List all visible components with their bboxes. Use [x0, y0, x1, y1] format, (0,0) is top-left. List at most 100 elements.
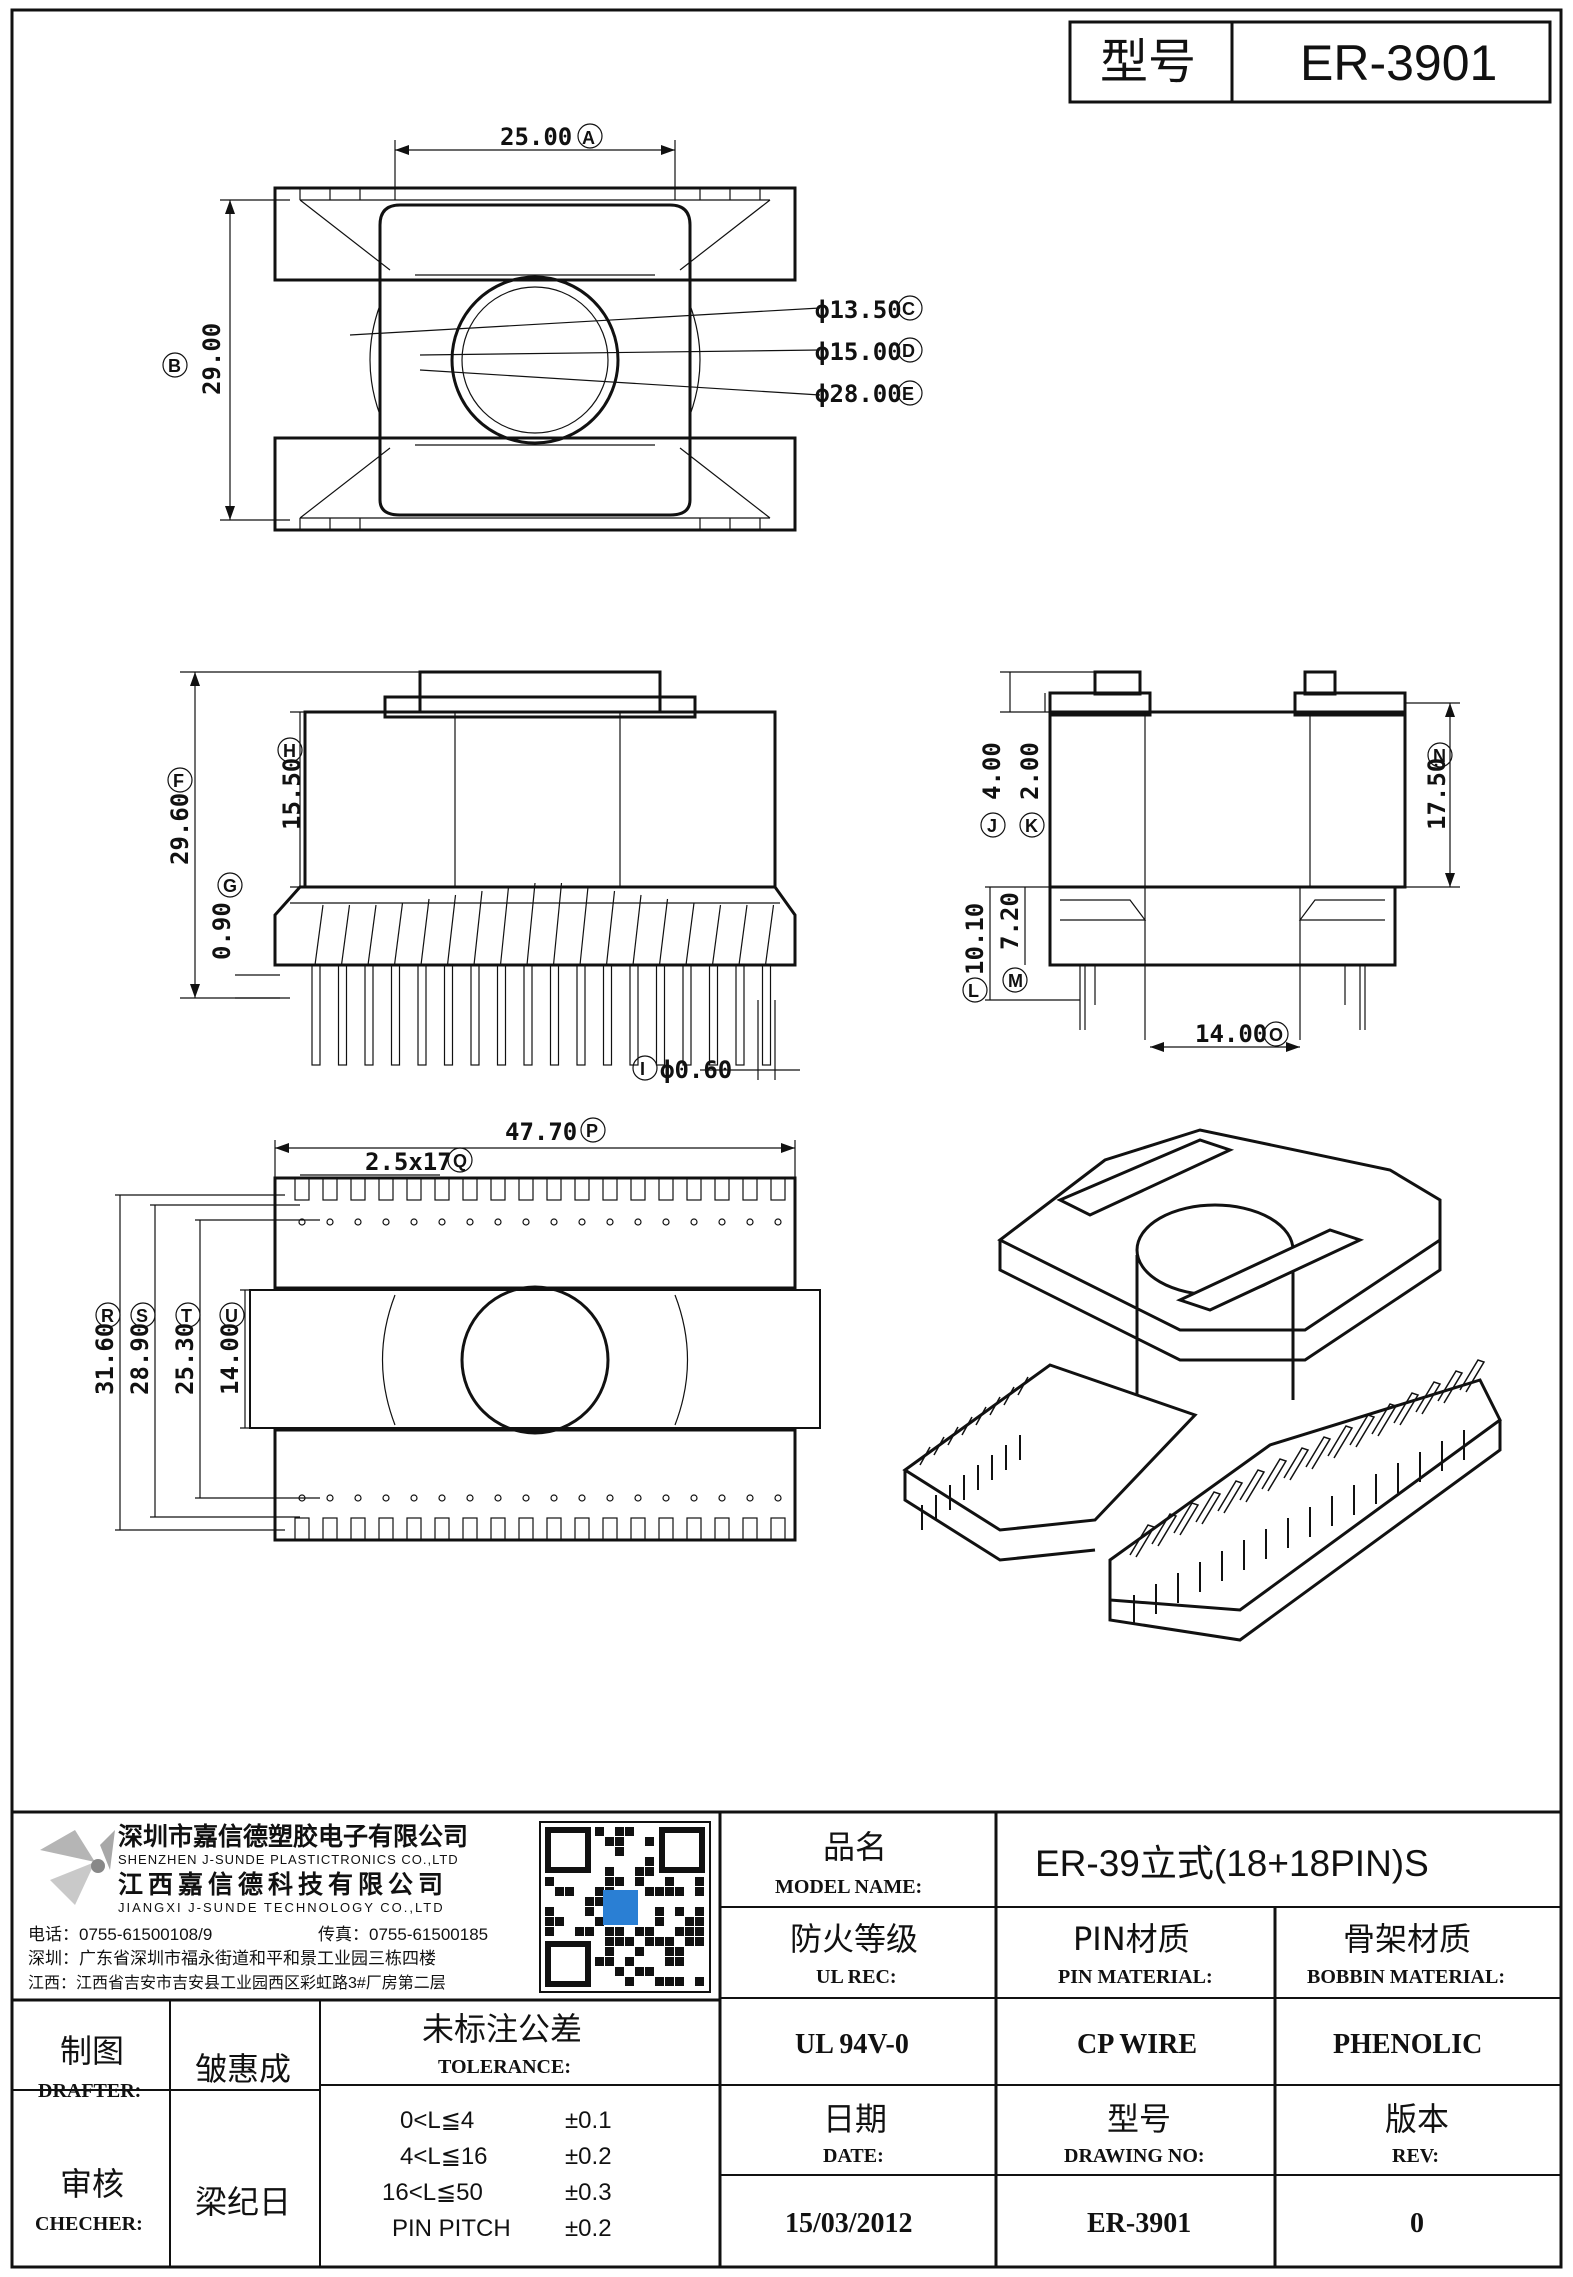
- qr-module: [675, 1887, 684, 1896]
- iso-fin-left: [919, 1446, 931, 1466]
- front-pin: [523, 964, 533, 1066]
- front-fin: [340, 904, 351, 966]
- qr-module: [625, 1957, 634, 1966]
- dim-d3-tag: E: [902, 384, 914, 404]
- front-fin: [526, 882, 536, 966]
- label-tolerance-en: TOLERANCE:: [438, 2056, 571, 2078]
- comb-tooth-top: [630, 1177, 646, 1201]
- iso-fin: [1371, 1403, 1398, 1437]
- qr-module: [595, 1957, 604, 1966]
- qr-module: [675, 1927, 684, 1936]
- pin-hole-top: [298, 1218, 306, 1226]
- qr-module: [635, 1927, 644, 1936]
- comb-tooth-top: [462, 1177, 478, 1201]
- iso-fin: [1151, 1513, 1178, 1547]
- pin-hole-bottom: [326, 1494, 334, 1502]
- qr-module: [665, 1957, 674, 1966]
- qr-module: [615, 1927, 624, 1936]
- drafter-value: 皱惠成: [195, 2050, 291, 2088]
- pin-hole-top: [662, 1218, 670, 1226]
- iso-fin-left: [989, 1396, 1001, 1416]
- front-pin: [390, 964, 401, 1066]
- comb-tooth-bottom: [294, 1517, 310, 1541]
- comb-tooth-bottom: [490, 1517, 506, 1541]
- header-model-box: 型号 ER-3901: [1068, 20, 1552, 104]
- front-pin: [337, 964, 348, 1066]
- tolerance-value-4: ±0.2: [565, 2215, 612, 2242]
- front-fin: [579, 886, 589, 966]
- company-address-jx: 江西：江西省吉安市吉安县工业园西区彩虹路3#厂房第二层: [28, 1974, 446, 1992]
- comb-tooth-top: [686, 1177, 702, 1201]
- front-pin: [708, 964, 719, 1066]
- iso-fin: [1437, 1370, 1464, 1404]
- qr-module: [665, 1977, 674, 1986]
- dim-side-2: 2.00: [1016, 742, 1044, 800]
- date-value: 15/03/2012: [785, 2208, 913, 2239]
- label-rev-en: REV:: [1392, 2145, 1439, 2167]
- bobbin-material-value: PHENOLIC: [1333, 2029, 1482, 2060]
- front-fin: [711, 904, 722, 966]
- pin-hole-bottom: [718, 1494, 726, 1502]
- comb-tooth-bottom: [546, 1517, 562, 1541]
- header-model-label: 型号: [1100, 36, 1196, 89]
- comb-tooth-bottom: [714, 1517, 730, 1541]
- comb-tooth-top: [770, 1177, 786, 1201]
- qr-module: [615, 1967, 624, 1976]
- dim-height: 29.00: [198, 323, 226, 395]
- qr-module: [585, 1927, 594, 1936]
- qr-module: [605, 1937, 614, 1946]
- iso-fin: [1283, 1447, 1310, 1481]
- qr-module: [675, 1907, 684, 1916]
- iso-fin: [1261, 1458, 1288, 1492]
- front-pin: [443, 964, 454, 1066]
- pin-hole-bottom: [466, 1494, 474, 1502]
- comb-tooth-top: [658, 1177, 674, 1201]
- qr-module: [645, 1867, 654, 1876]
- dim-w4: 14.00: [216, 1323, 244, 1395]
- rev-value: 0: [1410, 2208, 1424, 2239]
- qr-module: [605, 1947, 614, 1956]
- qr-module: [645, 1857, 654, 1866]
- front-pin: [629, 964, 639, 1066]
- front-pin: [735, 964, 745, 1066]
- dim-total-height-tag: F: [173, 771, 184, 791]
- front-fin: [738, 904, 748, 966]
- qr-module: [675, 1957, 684, 1966]
- qr-module: [615, 1827, 624, 1836]
- qr-module: [625, 1827, 634, 1836]
- dim-side-4: 4.00: [978, 742, 1006, 800]
- qr-module: [545, 1927, 554, 1936]
- front-fin: [367, 904, 377, 966]
- pin-hole-bottom: [354, 1494, 362, 1502]
- front-fin: [420, 898, 430, 966]
- front-pin: [496, 964, 507, 1066]
- pin-hole-bottom: [774, 1494, 782, 1502]
- pin-hole-top: [634, 1218, 642, 1226]
- dim-w1: 31.60: [91, 1323, 119, 1395]
- qr-module: [605, 1957, 614, 1966]
- front-pin: [311, 964, 321, 1066]
- dim-total-height: 29.60: [166, 793, 194, 865]
- qr-module: [605, 1877, 614, 1886]
- dim-width-tag: A: [582, 128, 595, 148]
- iso-fin-left: [961, 1416, 973, 1436]
- dim-length-tag: P: [586, 1121, 598, 1141]
- company-phone: 电话：0755-61500108/9: [28, 1925, 212, 1944]
- label-drafter-cn: 制图: [60, 2032, 124, 2070]
- qr-module: [605, 1867, 614, 1876]
- label-drafter-en: DRAFTER:: [38, 2080, 141, 2102]
- title-block: 深圳市嘉信德塑胶电子有限公司 SHENZHEN J-SUNDE PLASTICT…: [12, 1810, 1561, 2267]
- label-date-en: DATE:: [823, 2145, 884, 2167]
- qr-module: [605, 1837, 614, 1846]
- iso-fin: [1327, 1425, 1354, 1459]
- pin-hole-bottom: [410, 1494, 418, 1502]
- comb-tooth-bottom: [434, 1517, 450, 1541]
- qr-module: [585, 1907, 594, 1916]
- top-view: 25.00 A 29.00 B ϕ13.50 C ϕ15.00 D ϕ28.00…: [162, 123, 923, 532]
- comb-tooth-bottom: [518, 1517, 534, 1541]
- side-view: 4.00 J 2.00 K 17.50 N 10.10 L 7.20 M 14.…: [961, 670, 1460, 1052]
- pin-hole-bottom: [690, 1494, 698, 1502]
- checker-value: 梁纪日: [195, 2183, 291, 2221]
- tolerance-range-4: PIN PITCH: [392, 2215, 511, 2242]
- label-pin-material-cn: PIN材质: [1073, 1920, 1190, 1958]
